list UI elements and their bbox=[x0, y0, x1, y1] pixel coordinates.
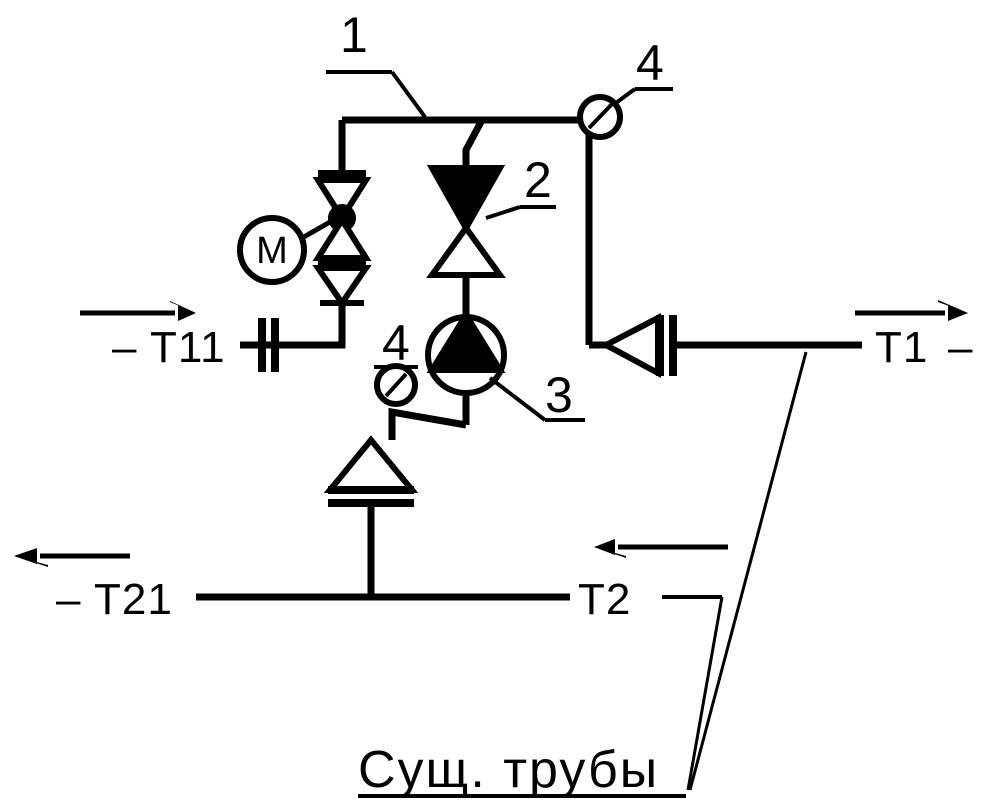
control-valve-lower-triangle bbox=[426, 222, 506, 278]
port-label-t21: – T21 bbox=[56, 575, 173, 624]
motor-linkage bbox=[300, 219, 332, 241]
pipe-network bbox=[196, 116, 862, 601]
strainer-right-triangle bbox=[599, 313, 661, 379]
t1-arrow-head bbox=[948, 305, 968, 321]
check-valve-triangle bbox=[312, 265, 372, 309]
callout-2-label: 2 bbox=[524, 152, 552, 208]
t2-arrow-head bbox=[594, 539, 615, 555]
flow-arrow-t1 bbox=[855, 300, 968, 321]
t1-trailing-dash: – bbox=[948, 323, 973, 372]
caption-leader-to-t1 bbox=[688, 351, 808, 791]
callout-3-leader bbox=[488, 376, 547, 422]
port-label-t1: T1 – bbox=[875, 323, 973, 372]
flow-arrow-t21 bbox=[14, 548, 130, 567]
caption-leader-to-t2 bbox=[686, 596, 724, 791]
t1-label: T1 bbox=[875, 323, 928, 372]
callout-2: 2 bbox=[485, 152, 556, 220]
t11-dash-prefix: – bbox=[112, 323, 137, 372]
gauge-mid-needle bbox=[384, 372, 408, 398]
caption-text: Сущ. трубы bbox=[358, 741, 659, 799]
callout-3: 3 bbox=[488, 367, 585, 423]
circulation-pump[interactable] bbox=[425, 309, 507, 396]
control-valve-branch-pipe bbox=[462, 118, 486, 165]
flange-fitting-t11 bbox=[258, 318, 279, 372]
callout-4-mid: 4 bbox=[374, 315, 418, 371]
callout-2-leader bbox=[485, 205, 521, 220]
t2-arrow-barb-lower bbox=[594, 547, 626, 558]
motor-actuator-label: M bbox=[256, 230, 288, 272]
check-valve-left[interactable] bbox=[312, 265, 372, 309]
t21-label: T21 bbox=[94, 575, 173, 624]
callout-3-label: 3 bbox=[545, 367, 573, 423]
callout-4-mid-label: 4 bbox=[382, 315, 410, 371]
strainer-filter-bottom[interactable] bbox=[323, 435, 419, 507]
t11-arrow-head bbox=[178, 305, 196, 321]
callout-1-leader bbox=[390, 70, 427, 119]
motor-operated-gate-valve-assembly[interactable]: M bbox=[237, 170, 372, 285]
caption-leaders bbox=[662, 351, 808, 791]
gate-valve-upper-triangle bbox=[312, 177, 372, 224]
t21-dash-prefix: – bbox=[56, 575, 81, 624]
callout-4-top-leader bbox=[611, 87, 637, 107]
callout-4-top-label: 4 bbox=[636, 35, 664, 91]
pump-impeller-triangle bbox=[426, 309, 506, 373]
control-valve[interactable] bbox=[426, 165, 506, 278]
strainer-triangle bbox=[323, 435, 419, 493]
t1-arrow-barb-upper bbox=[938, 300, 968, 313]
port-label-t2: T2 bbox=[578, 575, 631, 624]
t2-label: T2 bbox=[578, 575, 631, 624]
gate-valve-lower-triangle bbox=[312, 214, 372, 261]
t11-connection-pipe bbox=[268, 300, 346, 349]
gauge-top[interactable] bbox=[577, 94, 623, 140]
callout-1: 1 bbox=[326, 7, 427, 119]
caption-block: Сущ. трубы bbox=[358, 741, 686, 799]
flow-arrow-t2 bbox=[594, 539, 728, 558]
t21-arrow-head bbox=[14, 548, 37, 564]
motor-actuator-circle[interactable] bbox=[237, 215, 307, 285]
t21-arrow-barb-lower bbox=[14, 556, 48, 567]
port-label-t11: – T11 bbox=[112, 323, 226, 372]
flow-arrow-t11 bbox=[80, 301, 196, 321]
t11-label: T11 bbox=[150, 323, 226, 372]
gauge-mid[interactable] bbox=[374, 363, 418, 407]
pump-return-branch-pipe bbox=[388, 407, 467, 440]
callout-1-label: 1 bbox=[340, 7, 368, 63]
t11-arrow-barb-upper bbox=[170, 301, 196, 313]
strainer-filter-right[interactable] bbox=[599, 313, 677, 379]
control-valve-upper-triangle bbox=[426, 165, 506, 235]
callout-4-top: 4 bbox=[611, 35, 673, 107]
gauge-top-needle bbox=[587, 102, 614, 130]
